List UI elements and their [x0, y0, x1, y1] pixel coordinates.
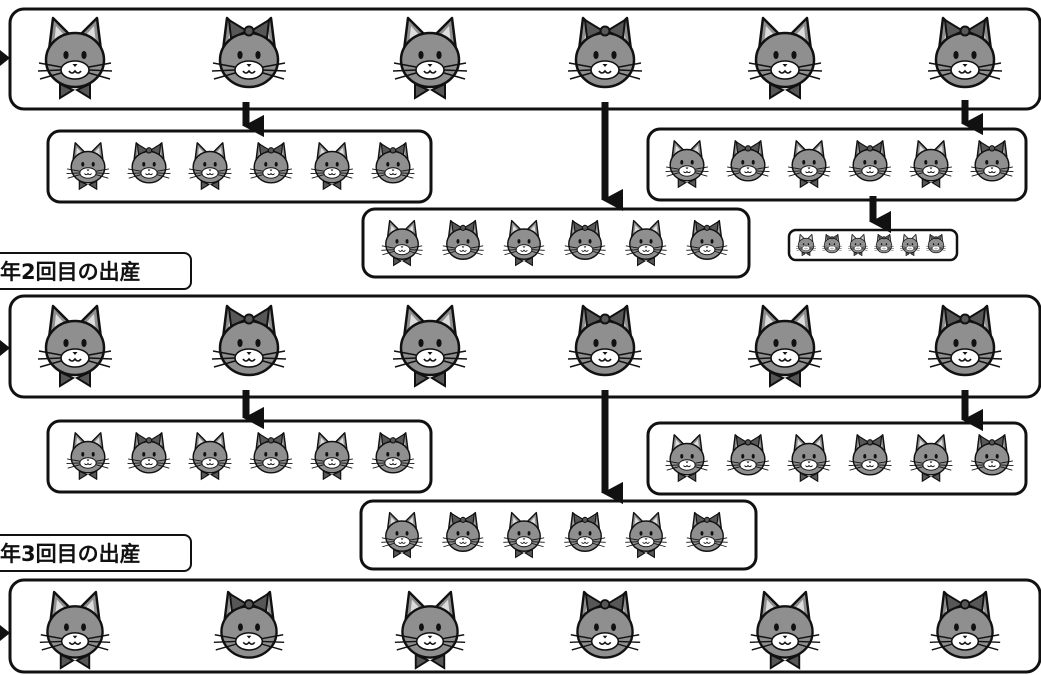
birth-3-label: 年3回目の出産 [0, 535, 191, 571]
litter-2b-box [648, 423, 1026, 494]
row2-box [10, 296, 1040, 397]
row3-box [10, 580, 1040, 672]
birth-3-text: 年3回目の出産 [0, 542, 141, 566]
birth-2-text: 年2回目の出産 [0, 260, 141, 284]
birth-2-label: 年2回目の出産 [0, 253, 191, 289]
row1-box [10, 9, 1040, 109]
group-boxes [10, 9, 1040, 672]
litter-1b-box [648, 129, 1026, 200]
